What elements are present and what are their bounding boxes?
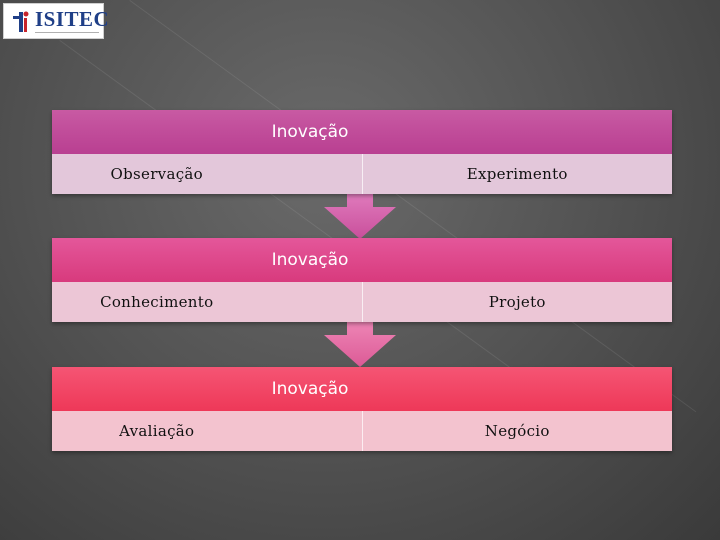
background-line: [129, 0, 697, 413]
down-arrow-1-icon: [324, 193, 396, 239]
stage-2-body: Conhecimento Projeto: [52, 282, 672, 322]
stage-1: Inovação Observação Experimento: [52, 110, 672, 194]
stage-2-right-cell: Projeto: [361, 282, 673, 322]
stage-3: Inovação Avaliação Negócio: [52, 367, 672, 451]
stage-2-left-label: Conhecimento: [100, 293, 214, 311]
stage-1-right-label: Experimento: [466, 165, 568, 183]
stage-1-title: Inovação: [271, 122, 349, 142]
stage-1-left-label: Observação: [110, 165, 203, 183]
stage-2: Inovação Conhecimento Projeto: [52, 238, 672, 322]
background-line: [59, 40, 562, 406]
down-arrow-2-icon: [324, 321, 396, 367]
logo-mark-icon: [13, 11, 29, 32]
stage-1-header: Inovação: [52, 110, 672, 154]
logo-text: ISITEC: [35, 7, 110, 31]
stage-3-header: Inovação: [52, 367, 672, 411]
stage-3-right-cell: Negócio: [361, 411, 673, 451]
stage-2-header: Inovação: [52, 238, 672, 282]
stage-3-title: Inovação: [271, 379, 349, 399]
stage-1-left-cell: Observação: [52, 154, 362, 194]
stage-1-right-cell: Experimento: [361, 154, 673, 194]
logo-tagline-line: [35, 32, 99, 33]
stage-3-left-cell: Avaliação: [52, 411, 362, 451]
logo: ISITEC: [3, 3, 109, 39]
stage-2-left-cell: Conhecimento: [52, 282, 362, 322]
stage-3-body: Avaliação Negócio: [52, 411, 672, 451]
stage-1-body: Observação Experimento: [52, 154, 672, 194]
stage-2-right-label: Projeto: [488, 293, 546, 311]
stage-3-left-label: Avaliação: [119, 422, 195, 440]
stage-2-title: Inovação: [271, 250, 349, 270]
stage-3-right-label: Negócio: [484, 422, 550, 440]
